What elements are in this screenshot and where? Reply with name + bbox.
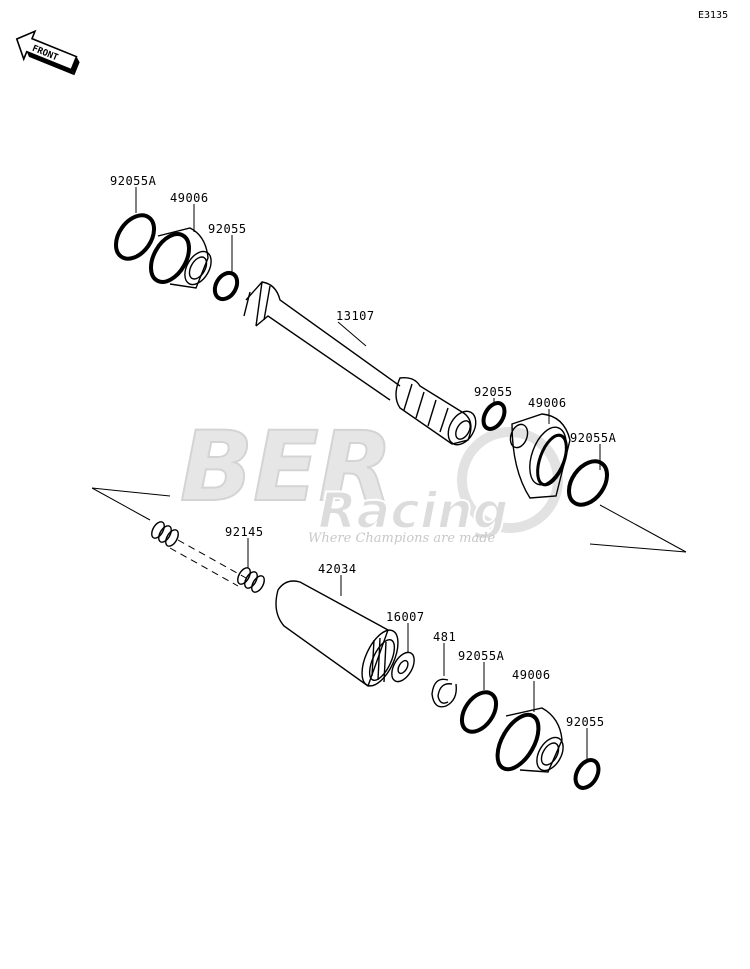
spring-92145: [151, 521, 265, 593]
label-92145: 92145: [225, 525, 264, 539]
o-ring-92055a-right: [566, 459, 610, 507]
leader-lines: [135, 187, 601, 760]
watermark-ring: [457, 427, 563, 533]
washer-16007: [391, 651, 415, 683]
bearing-49006-middle: [509, 413, 571, 499]
bearing-49006-upper: [149, 227, 212, 289]
label-481: 481: [433, 630, 456, 644]
watermark-tagline: Where Champions are made: [308, 531, 496, 546]
drive-shaft-13107: [243, 281, 477, 446]
o-ring-92055a-upper: [113, 213, 157, 261]
o-ring-92055-middle: [481, 401, 507, 431]
label-92055-lower: 92055: [566, 715, 605, 729]
label-92055a-lower: 92055A: [458, 649, 505, 663]
bearing-49006-lower: [495, 707, 564, 773]
o-ring-92055-upper: [212, 270, 240, 302]
front-arrow-icon: FRONT: [15, 29, 80, 76]
label-92055-upper: 92055: [208, 222, 247, 236]
part-labels: 92055A 49006 92055 13107 92055 49006 920…: [110, 174, 617, 729]
watermark-sub: Racing: [318, 482, 508, 540]
watermark: BER Racing Where Champions are made: [179, 410, 563, 546]
circlip-481: [431, 678, 457, 708]
guide-lines: [91, 487, 687, 587]
label-92055-middle: 92055: [474, 385, 513, 399]
label-49006-lower: 49006: [512, 668, 551, 682]
label-16007: 16007: [386, 610, 425, 624]
label-92055a-right: 92055A: [570, 431, 617, 445]
label-49006-upper: 49006: [170, 191, 209, 205]
label-49006-middle: 49006: [528, 396, 567, 410]
label-92055a-upper: 92055A: [110, 174, 157, 188]
coupling-42034: [275, 580, 399, 688]
o-ring-92055-lower: [573, 758, 601, 790]
reference-code: E3135: [698, 10, 728, 21]
label-42034: 42034: [318, 562, 357, 576]
o-ring-92055a-lower: [459, 690, 499, 734]
watermark-brand: BER: [180, 411, 393, 523]
label-13107: 13107: [336, 309, 375, 323]
